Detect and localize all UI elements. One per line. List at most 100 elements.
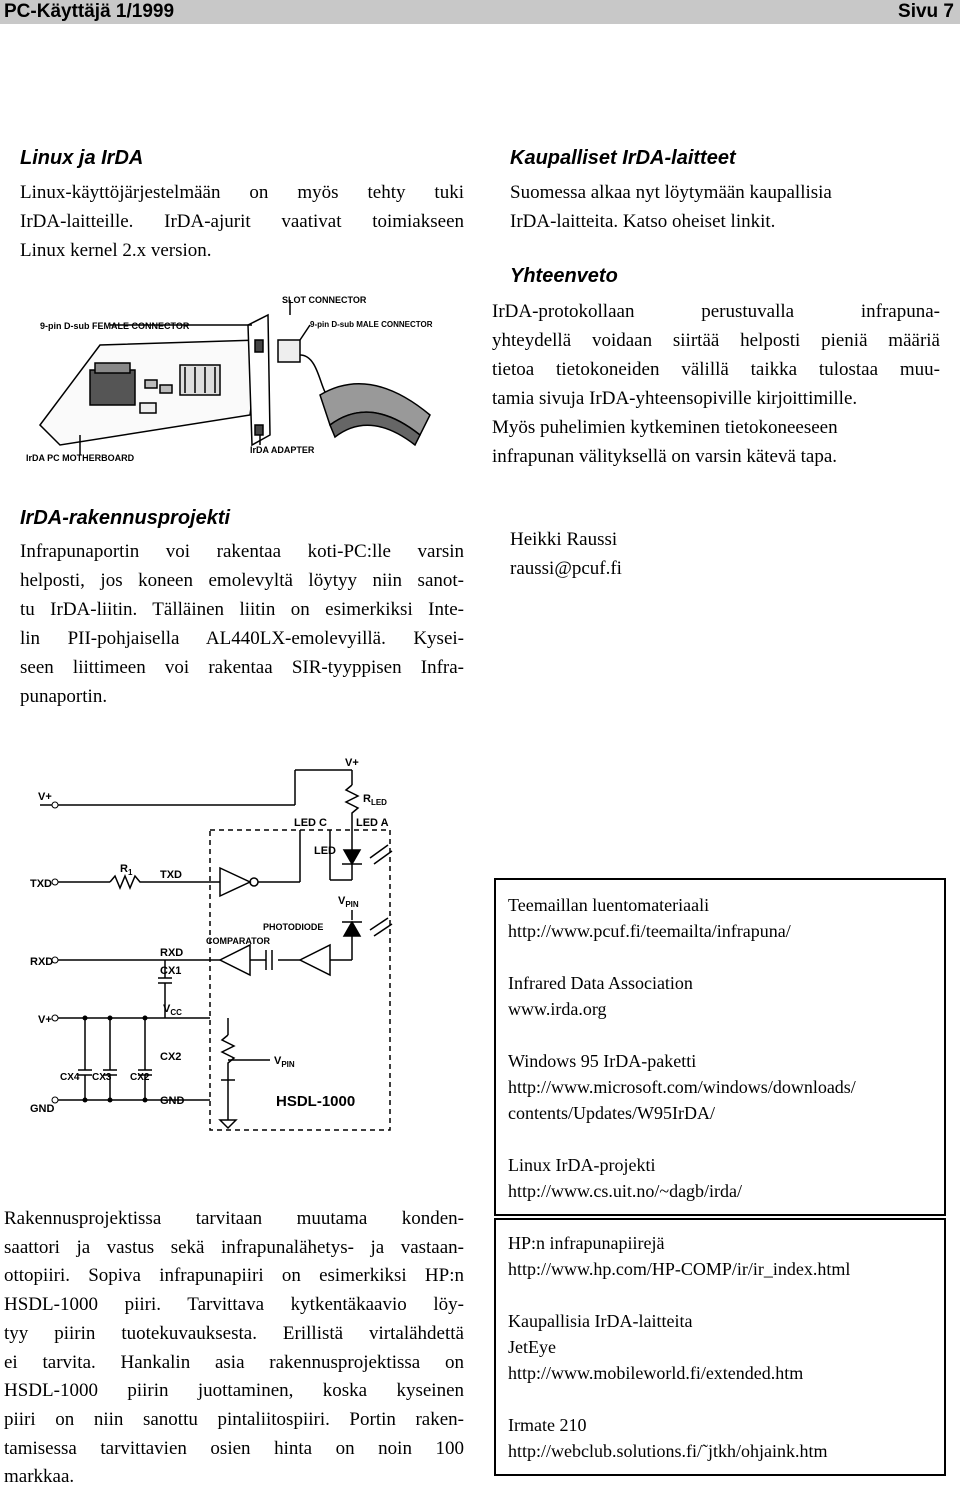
rakennus-line: Infrapunaportin voi rakentaa koti-PC:lle… [20,541,464,562]
label-vplus-mid: V+ [38,1014,52,1026]
author-name: Heikki Raussi [510,529,618,550]
link-title: Kaupallisia IrDA-laitteita [508,1311,693,1331]
link-title: Teemaillan luentomateriaali [508,895,710,915]
link-url[interactable]: http://webclub.solutions.fi/˜jtkh/ohjain… [508,1441,828,1461]
link-group: Windows 95 IrDA-paketti http://www.micro… [508,1048,944,1126]
yhteenveto-line: tietoa tietokoneiden välillä taikka tulo… [492,359,940,380]
label-adapter: IrDA ADAPTER [250,445,315,455]
link-url[interactable]: www.irda.org [508,999,607,1019]
label-female-connector: 9-pin D-sub FEMALE CONNECTOR [40,321,190,331]
label-comparator: COMPARATOR [206,936,270,946]
author-email[interactable]: raussi@pcuf.fi [510,558,622,579]
label-r1-sub: 1 [128,868,133,877]
label-motherboard: IrDA PC MOTHERBOARD [26,453,135,463]
label-slot-connector: SLOT CONNECTOR [282,295,367,305]
bottom-line: markkaa. [4,1466,75,1488]
label-vpin-top: VPIN [338,895,359,909]
label-vpin-top-main: V [338,895,346,907]
kaupalliset-paragraph: Suomessa alkaa nyt löytymään kaupallisia… [510,178,950,236]
irda-adapter-figure: SLOT CONNECTOR 9-pin D-sub FEMALE CONNEC… [26,295,433,463]
hsdl-1000-schematic: V+ V+ RLED LED C LED A LED TXD R1 TXD VP… [30,757,393,1131]
link-group: Irmate 210 http://webclub.solutions.fi/˜… [508,1412,944,1464]
link-group: Infrared Data Association www.irda.org [508,970,944,1022]
yhteenveto-line: Myös puhelimien kytkeminen tietokoneesee… [492,417,838,438]
label-vpin-top-sub: PIN [345,900,359,909]
label-r-led-sub: LED [371,798,387,807]
heading-yhteenveto: Yhteenveto [510,265,618,287]
links-box-2: HP:n infrapunapiirejä http://www.hp.com/… [494,1218,946,1476]
link-url[interactable]: http://www.mobileworld.fi/extended.htm [508,1363,804,1383]
label-vpin-sub: PIN [281,1060,295,1069]
link-group: Kaupallisia IrDA-laitteita JetEye http:/… [508,1308,944,1386]
link-url-cont[interactable]: contents/Updates/W95IrDA/ [508,1103,715,1123]
heading-linux: Linux ja IrDA [20,147,144,169]
linux-line: Linux-käyttöjärjestelmään on myös tehty … [20,182,464,203]
label-photodiode: PHOTODIODE [263,922,323,932]
label-cx2: CX2 [130,1072,150,1083]
rakennus-line: punaportin. [20,686,108,707]
kaupalliset-line: Suomessa alkaa nyt löytymään kaupallisia [510,182,832,203]
label-gnd: GND [160,1095,185,1107]
link-url[interactable]: http://www.hp.com/HP-COMP/ir/ir_index.ht… [508,1259,851,1279]
heading-kaupalliset: Kaupalliset IrDA-laitteet [510,147,736,169]
kaupalliset-line: IrDA-laitteita. Katso oheiset linkit. [510,211,776,232]
yhteenveto-paragraph: IrDA-protokollaan perustuvalla infrapuna… [492,297,940,471]
yhteenveto-line: IrDA-protokollaan perustuvalla infrapuna… [492,301,940,322]
yhteenveto-line: yhteydellä voidaan siirtää helposti pien… [492,330,940,351]
label-cx1: CX1 [160,965,181,977]
label-txd-left: TXD [30,878,52,890]
label-vcc-main: V [163,1003,171,1015]
link-url[interactable]: http://www.cs.uit.no/~dagb/irda/ [508,1181,743,1201]
bottom-line: tamisessa tarvittavien osien hinta on no… [4,1437,464,1459]
label-vplus-left: V+ [38,791,52,803]
label-r1-main: R [120,863,128,875]
author-block: Heikki Raussi raussi@pcuf.fi [510,525,622,583]
link-url[interactable]: http://www.microsoft.com/windows/downloa… [508,1077,856,1097]
link-title: Infrared Data Association [508,973,693,993]
label-gnd-left: GND [30,1103,55,1115]
rakennus-line: seen liittimeen voi rakentaa SIR-tyyppis… [20,657,464,678]
link-subtitle: JetEye [508,1337,556,1357]
yhteenveto-line: tamia sivuja IrDA-yhteensopiville kirjoi… [492,388,858,409]
rakennus-line: lin PII-pohjaisella AL440LX-emolevyillä.… [20,628,464,649]
link-title: HP:n infrapunapiirejä [508,1233,665,1253]
label-cx4: CX4 [60,1072,80,1083]
bottom-line: HSDL-1000 piiri. Tarvittava kytkentäkaav… [4,1294,464,1316]
bottom-line: ei tarvita. Hankalin asia rakennusprojek… [4,1351,464,1373]
linux-line: Linux kernel 2.x version. [20,240,212,261]
label-led-c: LED C [294,817,327,829]
label-led-a: LED A [356,817,389,829]
yhteenveto-line: infrapunan välityksellä on varsin kätevä… [492,446,838,467]
label-vcc-sub: CC [170,1008,182,1017]
label-male-connector: 9-pin D-sub MALE CONNECTOR [310,320,433,329]
label-vcc: VCC [163,1003,182,1017]
label-vpin: VPIN [274,1055,295,1069]
link-url[interactable]: http://www.pcuf.fi/teemailta/infrapuna/ [508,921,791,941]
bottom-line: piiri on niin sanottu pintaliitospiiri. … [4,1408,464,1430]
page-header: PC-Käyttäjä 1/1999 Sivu 7 [0,0,960,24]
label-vpin-main: V [274,1055,282,1067]
label-rxd-left: RXD [30,956,53,968]
bottom-line: saattori ja vastus sekä infrapunalähetys… [4,1236,464,1258]
link-title: Irmate 210 [508,1415,587,1435]
heading-rakennusprojekti: IrDA-rakennusprojekti [20,507,231,529]
link-group: Teemaillan luentomateriaali http://www.p… [508,892,944,944]
links-box: Teemaillan luentomateriaali http://www.p… [494,878,946,1216]
bottom-line: Rakennusprojektissa tarvitaan muutama ko… [4,1208,464,1229]
link-group: HP:n infrapunapiirejä http://www.hp.com/… [508,1230,944,1282]
page-number: Sivu 7 [898,1,954,22]
link-group: Linux IrDA-projekti http://www.cs.uit.no… [508,1152,944,1204]
linux-paragraph: Linux-käyttöjärjestelmään on myös tehty … [20,178,464,265]
label-cx3: CX3 [92,1072,112,1083]
label-cx2-right: CX2 [160,1051,181,1063]
label-r-led: RLED [363,793,387,807]
bottom-line: ottopiiri. Sopiva infrapunapiiri on esim… [4,1265,464,1287]
bottom-line: tyy piirin tuotekuvauksesta. Erillistä v… [4,1322,464,1344]
linux-line: IrDA-laitteille. IrDA-ajurit vaativat to… [20,211,464,232]
bottom-line: HSDL-1000 piirin juottaminen, koska kyse… [4,1380,464,1402]
label-rxd: RXD [160,947,183,959]
rakennus-line: tu IrDA-liitin. Tälläinen liitin on esim… [20,599,464,620]
publication-title: PC-Käyttäjä 1/1999 [4,1,175,22]
label-r1: R1 [120,863,133,877]
bottom-paragraph: Rakennusprojektissa tarvitaan muutama ko… [4,1205,464,1492]
